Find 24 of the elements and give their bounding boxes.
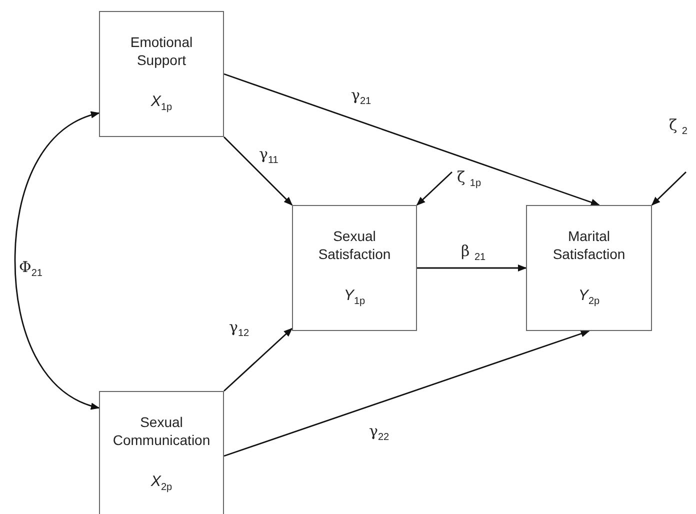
variable-name: Emotional Support <box>129 34 194 69</box>
variable-name: Sexual Communication <box>112 414 212 449</box>
edge-label: ζ $_{2}$ <box>668 116 688 137</box>
variable-name: Sexual Satisfaction <box>317 228 392 263</box>
path-arrow <box>224 136 293 206</box>
variable-box <box>526 205 652 331</box>
variable-box <box>292 205 417 331</box>
arrow <box>651 172 686 206</box>
edge-label: ζ $_{1p}$ <box>456 168 482 189</box>
variable-symbol: Y$_{1p}$ <box>344 287 366 307</box>
variable-box <box>99 391 224 514</box>
arrow <box>416 172 452 206</box>
variable-symbol: Y$_{2p}$ <box>578 287 600 307</box>
edge-label: Φ$_{21}$ <box>18 258 44 279</box>
path-arrow <box>224 328 293 392</box>
variable-symbol: X$_{1p}$ <box>150 93 172 113</box>
path-arrow <box>224 73 600 206</box>
path-arrow <box>14 112 100 410</box>
variable-symbol: X$_{2p}$ <box>150 473 172 493</box>
edge-label: β $_{21}$ <box>460 242 487 263</box>
path-arrow <box>224 330 590 457</box>
variable-name: Marital Satisfaction <box>552 228 626 263</box>
path-arrow <box>417 264 527 272</box>
variable-box <box>99 11 224 137</box>
